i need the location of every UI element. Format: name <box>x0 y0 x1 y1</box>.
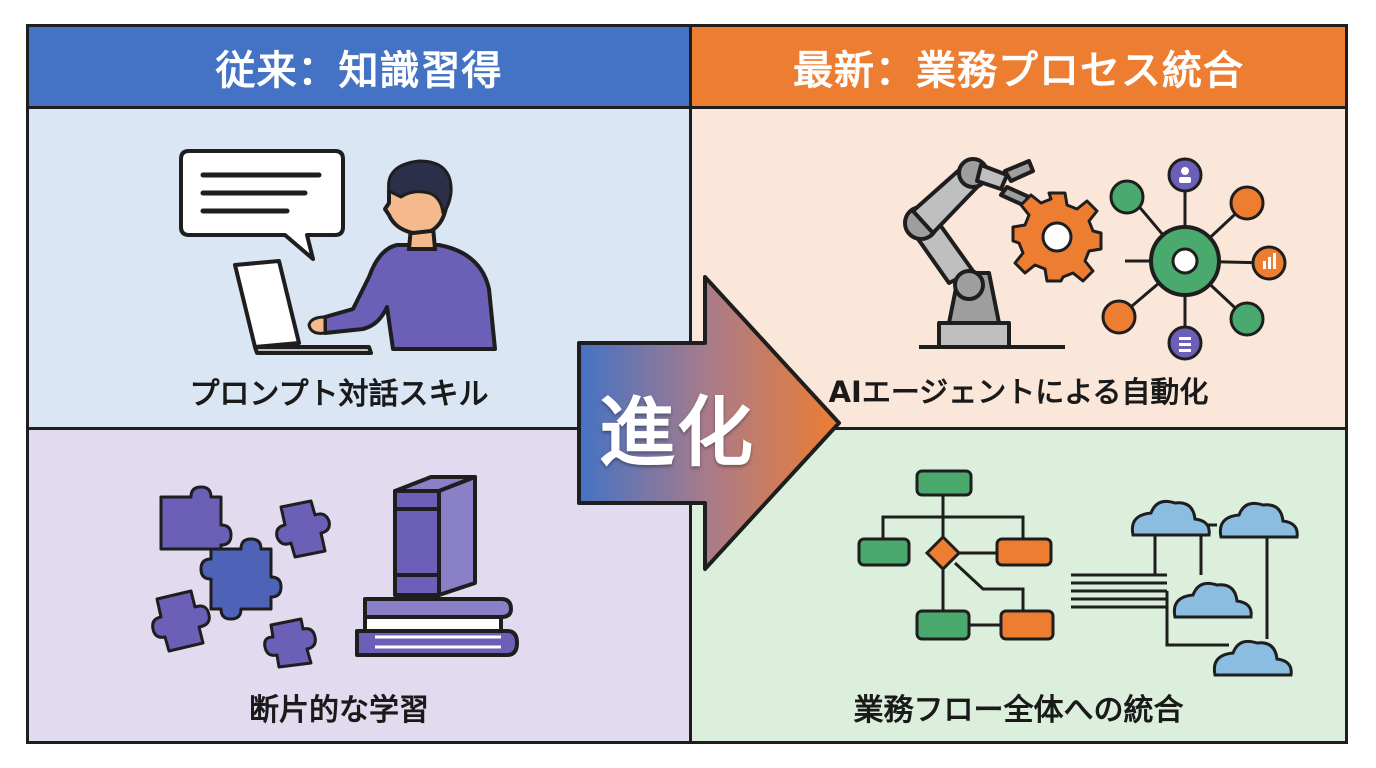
left-header-title: 従来：知識習得 <box>215 47 503 94</box>
header-divider <box>29 106 1345 109</box>
right-bottom-caption: 業務フロー全体への統合 <box>853 693 1184 728</box>
speech-bubble-icon <box>179 149 345 261</box>
left-header: 従来：知識習得 <box>29 27 689 106</box>
book-stack-icon <box>355 475 519 657</box>
right-top-caption: AIエージェントによる自動化 <box>828 375 1209 409</box>
left-top-caption: プロンプト対話スキル <box>189 377 489 412</box>
puzzle-pieces-icon <box>151 485 331 669</box>
flowchart-icon <box>857 469 1055 641</box>
right-row-divider <box>692 427 1345 430</box>
diagram-frame: 従来：知識習得 最新：業務プロセス統合 プロンプト対話スキル <box>26 24 1348 744</box>
network-hub-icon <box>1101 157 1287 361</box>
evolution-arrow <box>577 275 841 571</box>
cloud-network-icon <box>1071 499 1299 677</box>
left-row-divider <box>29 427 689 430</box>
person-at-laptop-icon <box>233 159 497 355</box>
gear-icon <box>1011 191 1103 283</box>
right-header: 最新：業務プロセス統合 <box>692 27 1345 106</box>
robot-arm-icon <box>903 157 1065 349</box>
left-bottom-caption: 断片的な学習 <box>249 693 429 728</box>
right-bottom-panel <box>692 430 1345 741</box>
evolution-label: 進化 <box>599 388 755 477</box>
right-header-title: 最新：業務プロセス統合 <box>793 47 1244 94</box>
